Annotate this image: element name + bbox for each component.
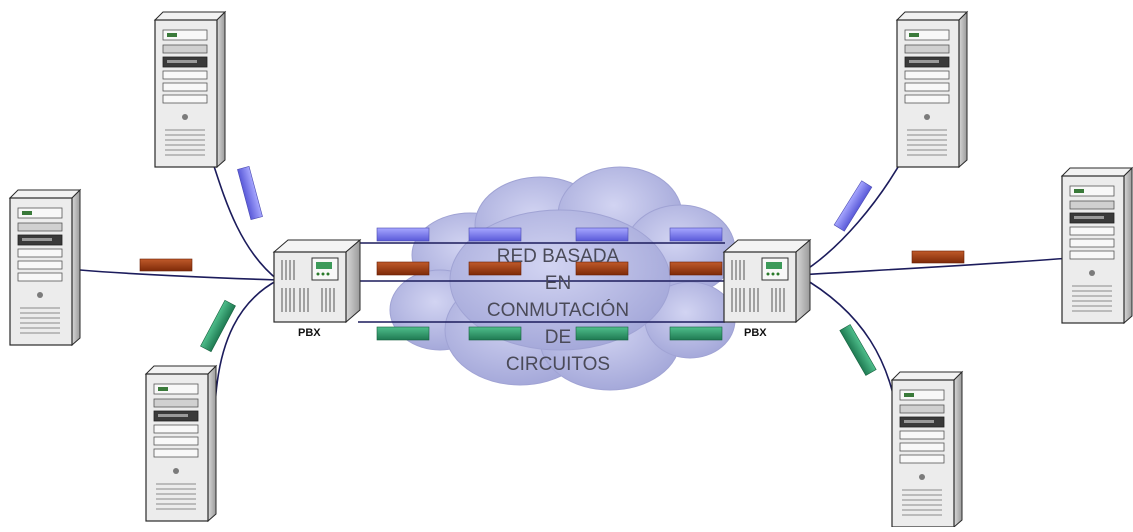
- pbx-left: PBX: [273, 239, 361, 339]
- packet-icon: [468, 227, 522, 242]
- packet-icon: [669, 261, 723, 276]
- link-mid-right: [797, 257, 1071, 276]
- server-icon: [145, 365, 217, 522]
- server-icon: [891, 371, 963, 528]
- link-top-left: [211, 159, 279, 281]
- server-icon: [896, 11, 968, 168]
- packets: [139, 165, 965, 376]
- cloud-label-line-3: CONMUTACIÓN: [487, 299, 629, 321]
- connection-lines: [79, 154, 1071, 441]
- packet-icon: [575, 227, 629, 242]
- link-bottom-left: [214, 279, 279, 409]
- server-icon: [9, 189, 81, 346]
- packet-icon: [376, 227, 430, 242]
- cloud-label-line-5: CIRCUITOS: [506, 354, 610, 375]
- pbx-right-label: PBX: [744, 327, 767, 339]
- packet-icon: [833, 180, 873, 232]
- cloud-label-line-4: DE: [545, 327, 571, 348]
- packet-icon: [911, 250, 965, 264]
- link-bottom-right: [797, 274, 901, 441]
- server-icon: [154, 11, 226, 168]
- pbx-icon: [273, 239, 361, 323]
- pbx-right: PBX: [723, 239, 811, 339]
- packet-icon: [669, 227, 723, 242]
- packet-icon: [468, 261, 522, 276]
- pbx-left-label: PBX: [298, 327, 321, 339]
- packet-icon: [376, 326, 430, 341]
- packet-icon: [200, 299, 236, 353]
- cloud-label-line-2: EN: [545, 273, 571, 294]
- link-mid-left: [79, 269, 279, 281]
- pbx-icon: [723, 239, 811, 323]
- packet-icon: [669, 326, 723, 341]
- packet-icon: [139, 258, 193, 272]
- packet-icon: [575, 261, 629, 276]
- packet-icon: [575, 326, 629, 341]
- packet-icon: [237, 165, 263, 221]
- link-top-right: [797, 154, 906, 276]
- cloud-label: RED BASADA EN CONMUTACIÓN DE CIRCUITOS: [487, 246, 629, 375]
- server-icon: [1061, 167, 1133, 324]
- packet-icon: [839, 324, 877, 376]
- cloud-label-line-1: RED BASADA: [497, 246, 620, 267]
- packet-icon: [468, 326, 522, 341]
- packet-icon: [376, 261, 430, 276]
- cloud-icon: [389, 166, 736, 391]
